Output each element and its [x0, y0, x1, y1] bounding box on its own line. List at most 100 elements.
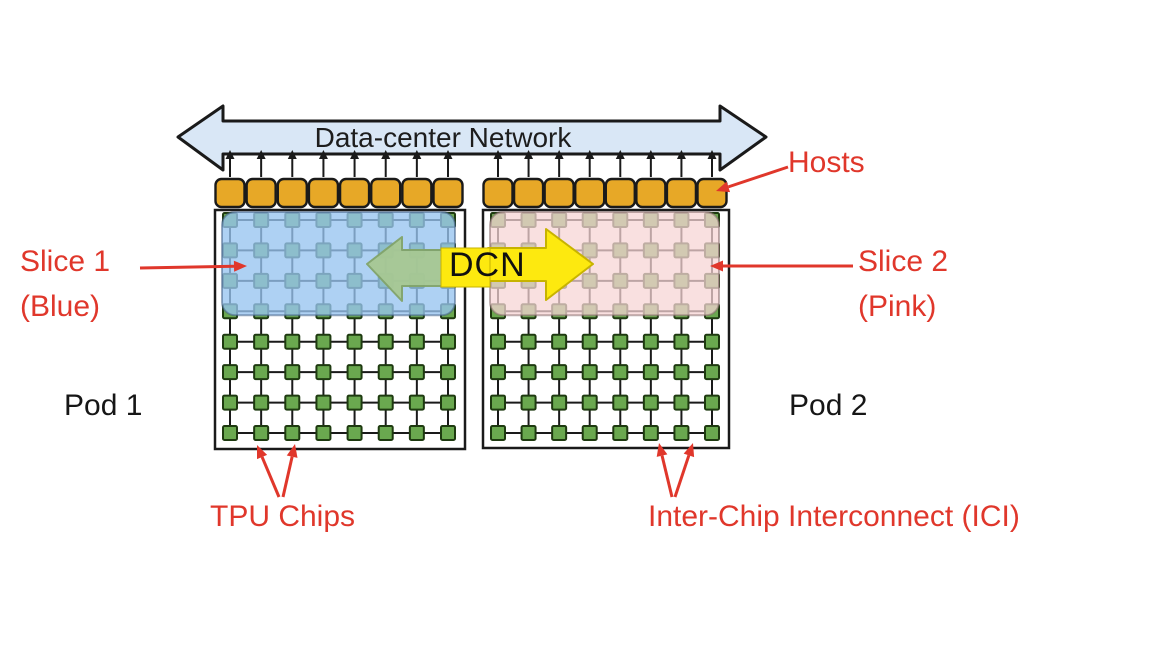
host-box — [401, 177, 433, 209]
host-uplink-arrow-head — [225, 150, 235, 159]
tpu-chip — [490, 364, 506, 381]
tpu-annotation-arrow-2-head — [286, 444, 298, 458]
dcn-label-box — [440, 247, 491, 288]
tpu-chip — [673, 394, 690, 411]
host-uplink-arrow-head — [350, 150, 360, 159]
tpu-chip — [222, 394, 238, 411]
tpu-chip — [581, 394, 598, 411]
tpu-chip — [704, 394, 720, 411]
tpu-chip — [315, 333, 332, 350]
tpu-chip — [551, 333, 568, 350]
slice1-annotation-arrow — [139, 264, 235, 270]
tpu-chip — [346, 425, 363, 441]
tpu-chip — [440, 364, 456, 381]
slice2-label-line2: (Pink) — [858, 290, 937, 323]
host-uplink-arrow-head — [524, 150, 534, 159]
tpu-chip — [377, 333, 394, 350]
slice1-annotation-arrow-head — [233, 260, 247, 272]
hosts-label: Hosts — [788, 146, 865, 179]
pod2-label: Pod 2 — [789, 389, 868, 422]
tpu-chip — [222, 425, 238, 441]
host-box — [696, 177, 728, 209]
tpu-chip — [673, 425, 690, 441]
host-box — [604, 177, 636, 209]
host-box — [512, 177, 545, 209]
tpu-chip — [346, 394, 363, 411]
tpu-chip — [642, 364, 659, 381]
tpu-annotation-arrow-1 — [260, 456, 281, 498]
host-uplink-arrow-head — [318, 150, 328, 159]
tpu-chip — [408, 425, 425, 441]
tpu-chip — [520, 333, 537, 350]
tpu-chip — [315, 425, 332, 441]
tpu-chip — [551, 425, 568, 441]
host-box — [574, 177, 606, 209]
host-box — [338, 177, 371, 209]
tpu-chip — [490, 394, 506, 411]
tpu-chip — [612, 333, 629, 350]
tpu-chip — [704, 333, 720, 350]
slice2-annotation-arrow-head — [710, 260, 723, 272]
tpu-chip — [551, 394, 568, 411]
tpu-chip — [520, 364, 537, 381]
ici-annotation-arrow-2-head — [683, 443, 695, 458]
tpu-chip — [520, 425, 537, 441]
host-uplink-arrow-head — [676, 150, 686, 159]
dcn-label: DCN — [449, 246, 526, 284]
host-uplink-arrow-head — [646, 150, 656, 159]
tpu-chip — [408, 333, 425, 350]
host-uplink-arrow-head — [287, 150, 297, 159]
tpu-chip — [253, 364, 270, 381]
host-uplink-arrow-head — [443, 150, 453, 159]
host-uplink-arrow-head — [412, 150, 422, 159]
host-box — [245, 177, 277, 209]
tpu-chip — [551, 364, 568, 381]
tpu-chip — [581, 425, 598, 441]
ici-label: Inter-Chip Interconnect (ICI) — [648, 500, 1020, 533]
tpu-chip — [642, 425, 659, 441]
host-uplink-arrow-head — [707, 150, 717, 159]
slice1-label-line1: Slice 1 — [20, 245, 111, 278]
tpu-chip — [408, 394, 425, 411]
ici-annotation-arrow-1 — [660, 455, 674, 498]
slice1-label: Slice 1 (Blue) — [20, 239, 110, 329]
host-box — [665, 177, 698, 209]
tpu-chip — [642, 394, 659, 411]
tpu-chip — [377, 394, 394, 411]
host-uplink-arrow-head — [554, 150, 564, 159]
host-box — [635, 177, 667, 209]
tpu-chip — [440, 425, 456, 441]
tpu-chip — [253, 425, 270, 441]
hosts-annotation-arrow-head — [716, 181, 731, 193]
hosts-annotation-arrow — [727, 165, 789, 189]
host-box — [543, 177, 575, 209]
host-uplink-arrow-head — [585, 150, 595, 159]
tpu-chip — [673, 364, 690, 381]
tpu-chip — [284, 394, 301, 411]
tpu-chip — [346, 333, 363, 350]
host-box — [482, 177, 514, 209]
host-box — [432, 177, 464, 209]
host-box — [307, 177, 340, 209]
tpu-chip — [612, 394, 629, 411]
host-box — [214, 177, 246, 209]
tpu-chip — [642, 333, 659, 350]
tpu-annotation-arrow-2 — [281, 456, 294, 498]
tpu-chip — [346, 364, 363, 381]
slice2-label: Slice 2 (Pink) — [858, 239, 948, 329]
tpu-chip — [284, 364, 301, 381]
ici-annotation-arrow-2 — [673, 454, 691, 498]
dcn-arrow-yellow — [487, 228, 594, 301]
tpu-chip — [612, 364, 629, 381]
tpu-chip — [673, 333, 690, 350]
tpu-chip — [315, 394, 332, 411]
tpu-chip — [704, 425, 720, 441]
host-uplink-arrow-head — [256, 150, 266, 159]
host-box — [276, 177, 308, 209]
tpu-chip — [284, 333, 301, 350]
tpu-chip — [222, 364, 238, 381]
tpu-chip — [315, 364, 332, 381]
tpu-chip — [520, 394, 537, 411]
tpu-chip — [490, 425, 506, 441]
